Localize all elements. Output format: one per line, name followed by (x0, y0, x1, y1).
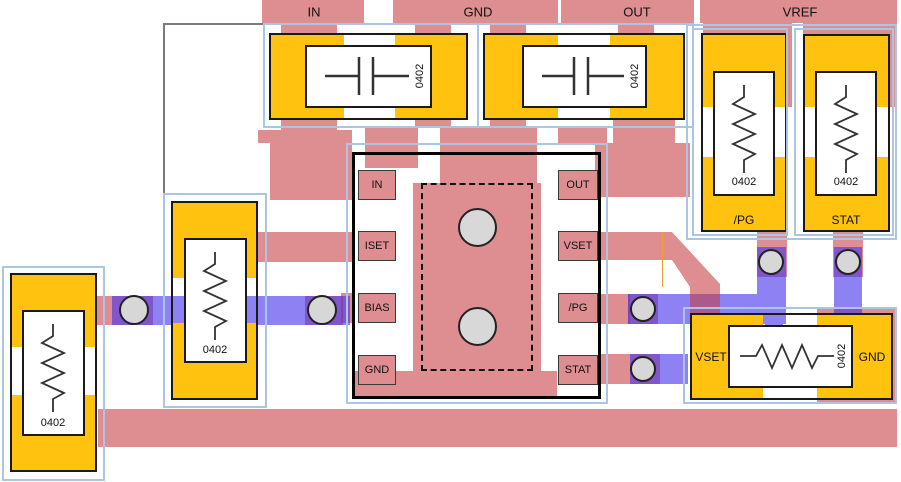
ic-pin-label: /PG (568, 302, 588, 314)
board-outline-top (163, 23, 266, 25)
r-iset-package: 0402 (202, 344, 228, 356)
ic-outline (352, 152, 601, 399)
rail-out-pour (561, 0, 694, 23)
via[interactable] (119, 295, 149, 325)
resistor-symbol-icon (832, 85, 860, 173)
pour-finger-3 (558, 128, 607, 143)
pour-finger-1 (365, 128, 418, 168)
pour-out-block (595, 143, 690, 197)
resistor-symbol-icon (740, 342, 834, 371)
r-bias-package: 0402 (40, 417, 66, 429)
via[interactable] (630, 296, 656, 322)
ic-pin-bias (358, 293, 396, 323)
r-vset-pad-left-label: VSET (695, 350, 727, 364)
pour-finger-4 (613, 120, 675, 143)
courtyard-vref-group (686, 24, 897, 240)
via[interactable] (758, 249, 784, 275)
airwire (662, 232, 663, 287)
ic-pin-gnd (358, 355, 396, 385)
r-vset-pad-right-label: GND (858, 350, 886, 364)
r-pg-package: 0402 (731, 176, 757, 188)
resistor-symbol-icon (39, 324, 67, 412)
thermal-via-2[interactable] (458, 307, 497, 346)
ic-pin-pg (558, 293, 598, 323)
pour-in-block-a (258, 130, 352, 143)
r-stat-outline (803, 34, 890, 232)
ic-pin-label: BIAS (364, 302, 390, 314)
trace-stat-pin (601, 354, 630, 384)
trace-iset (256, 232, 352, 262)
ic-pin-in (358, 170, 396, 200)
courtyard-r-vset (683, 307, 897, 404)
pour-finger-2 (440, 128, 537, 183)
rail-label-gnd: GND (463, 4, 493, 20)
board-outline-left (163, 23, 165, 195)
ic-pin-vset (558, 231, 598, 261)
resistor-symbol-icon (730, 85, 758, 173)
r-vset-outline (690, 313, 893, 400)
courtyard-r-stat (794, 28, 894, 236)
courtyard-caps-divider (477, 23, 479, 128)
r-iset-outline (171, 201, 258, 400)
c-in-body (305, 45, 432, 108)
ic-pin-out (558, 170, 598, 200)
courtyard-r-pg (692, 28, 788, 236)
pour-in-block-b (270, 143, 352, 200)
r-bias-outline (10, 273, 97, 472)
ic-pin-label: GND (364, 364, 390, 376)
rail-in-pour (262, 0, 364, 23)
rail-label-vref: VREF (782, 4, 818, 20)
capacitor-symbol-icon (542, 57, 624, 95)
courtyard-ic (346, 143, 608, 404)
ic-thermal-pad (421, 183, 533, 371)
rail-vref-pour (700, 0, 897, 23)
trace-vset-stair (601, 232, 720, 313)
courtyard-r-bias (2, 266, 105, 481)
ic-pin-label: STAT (564, 364, 592, 376)
rail-label-in: IN (307, 4, 321, 20)
thermal-via-1[interactable] (458, 208, 497, 247)
capacitor-symbol-icon (325, 57, 409, 95)
r-pg-label: /PG (733, 213, 755, 227)
ic-pin-stat (558, 355, 598, 385)
pour-bottom-bar (98, 409, 897, 447)
rail-gnd-pour (393, 0, 558, 23)
via[interactable] (835, 249, 861, 275)
r-stat-package: 0402 (833, 176, 859, 188)
ic-pin-label: IN (371, 179, 383, 191)
rail-label-out: OUT (623, 4, 651, 20)
courtyard-r-iset (163, 193, 267, 408)
r-stat-label: STAT (831, 213, 861, 227)
ic-pin-label: ISET (364, 240, 390, 252)
ic-pin-label: VSET (563, 240, 593, 252)
via[interactable] (307, 295, 337, 325)
resistor-symbol-icon (201, 252, 229, 340)
c-in-outline (269, 33, 468, 120)
c-out-outline (483, 33, 685, 120)
trace-pg-pin (601, 294, 630, 324)
ic-pin-label: OUT (566, 179, 590, 191)
via[interactable] (630, 356, 656, 382)
trace-r3-stub (95, 296, 115, 325)
ic-pin-iset (358, 231, 396, 261)
